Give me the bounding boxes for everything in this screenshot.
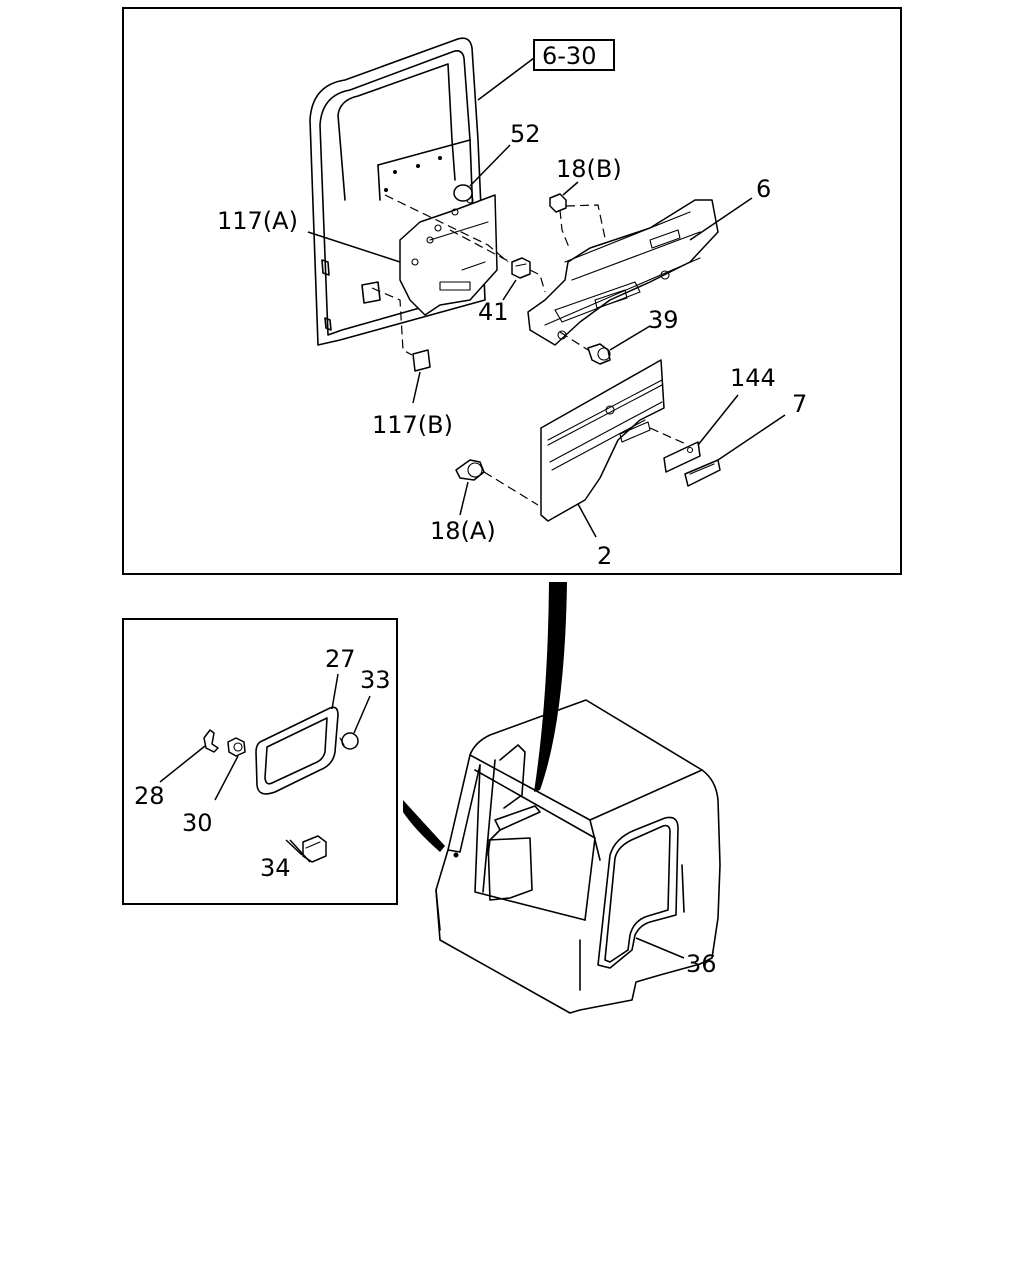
- reference-box: [533, 39, 615, 71]
- label-28: 28: [134, 782, 165, 810]
- leader-117a: [307, 231, 401, 263]
- reference-label: 6-30: [542, 42, 596, 70]
- clip-41: 41: [478, 257, 531, 326]
- label-18a: 18(A): [430, 517, 496, 545]
- seal-27: 27: [255, 645, 356, 795]
- clip-18a: 18(A): [430, 459, 539, 545]
- pointer-arrow-lower: [403, 800, 445, 852]
- label-30: 30: [182, 809, 213, 837]
- upper-trim-6: 6: [527, 175, 771, 346]
- label-36: 36: [686, 950, 717, 978]
- label-34: 34: [260, 854, 291, 882]
- clip-30: 30: [182, 737, 246, 837]
- label-144: 144: [730, 364, 776, 392]
- label-117a: 117(A): [217, 207, 298, 235]
- clip-18b: 18(B): [549, 155, 622, 251]
- plug-52: 52: [453, 120, 541, 202]
- clip-34: 34: [260, 835, 327, 882]
- label-52: 52: [510, 120, 541, 148]
- reference-leader: [477, 57, 535, 101]
- label-117b: 117(B): [372, 411, 453, 439]
- label-33: 33: [360, 666, 391, 694]
- bracket-144: 144: [649, 364, 776, 473]
- door-trim-detail-frame: [122, 7, 902, 575]
- clip-28: 28: [134, 729, 219, 810]
- weatherstrip-detail-frame: [122, 618, 398, 905]
- door-frame: [309, 37, 486, 346]
- label-27: 27: [325, 645, 356, 673]
- screw-39: 39: [559, 306, 679, 365]
- label-18b: 18(B): [556, 155, 622, 183]
- label-39: 39: [648, 306, 679, 334]
- reference-callout: 6-30: [477, 39, 615, 101]
- label-2: 2: [597, 542, 612, 570]
- pointer-arrow-upper: [534, 582, 567, 792]
- patch-117b: 117(B): [371, 287, 453, 439]
- handle-cover-7: 7: [684, 390, 807, 487]
- label-41: 41: [478, 298, 509, 326]
- label-6: 6: [756, 175, 771, 203]
- label-7: 7: [792, 390, 807, 418]
- inner-panel-117a: [361, 194, 498, 316]
- plug-33: 33: [339, 666, 391, 750]
- lower-trim-panel-2: 2: [540, 359, 665, 570]
- cab-assembly: 36: [435, 699, 721, 1014]
